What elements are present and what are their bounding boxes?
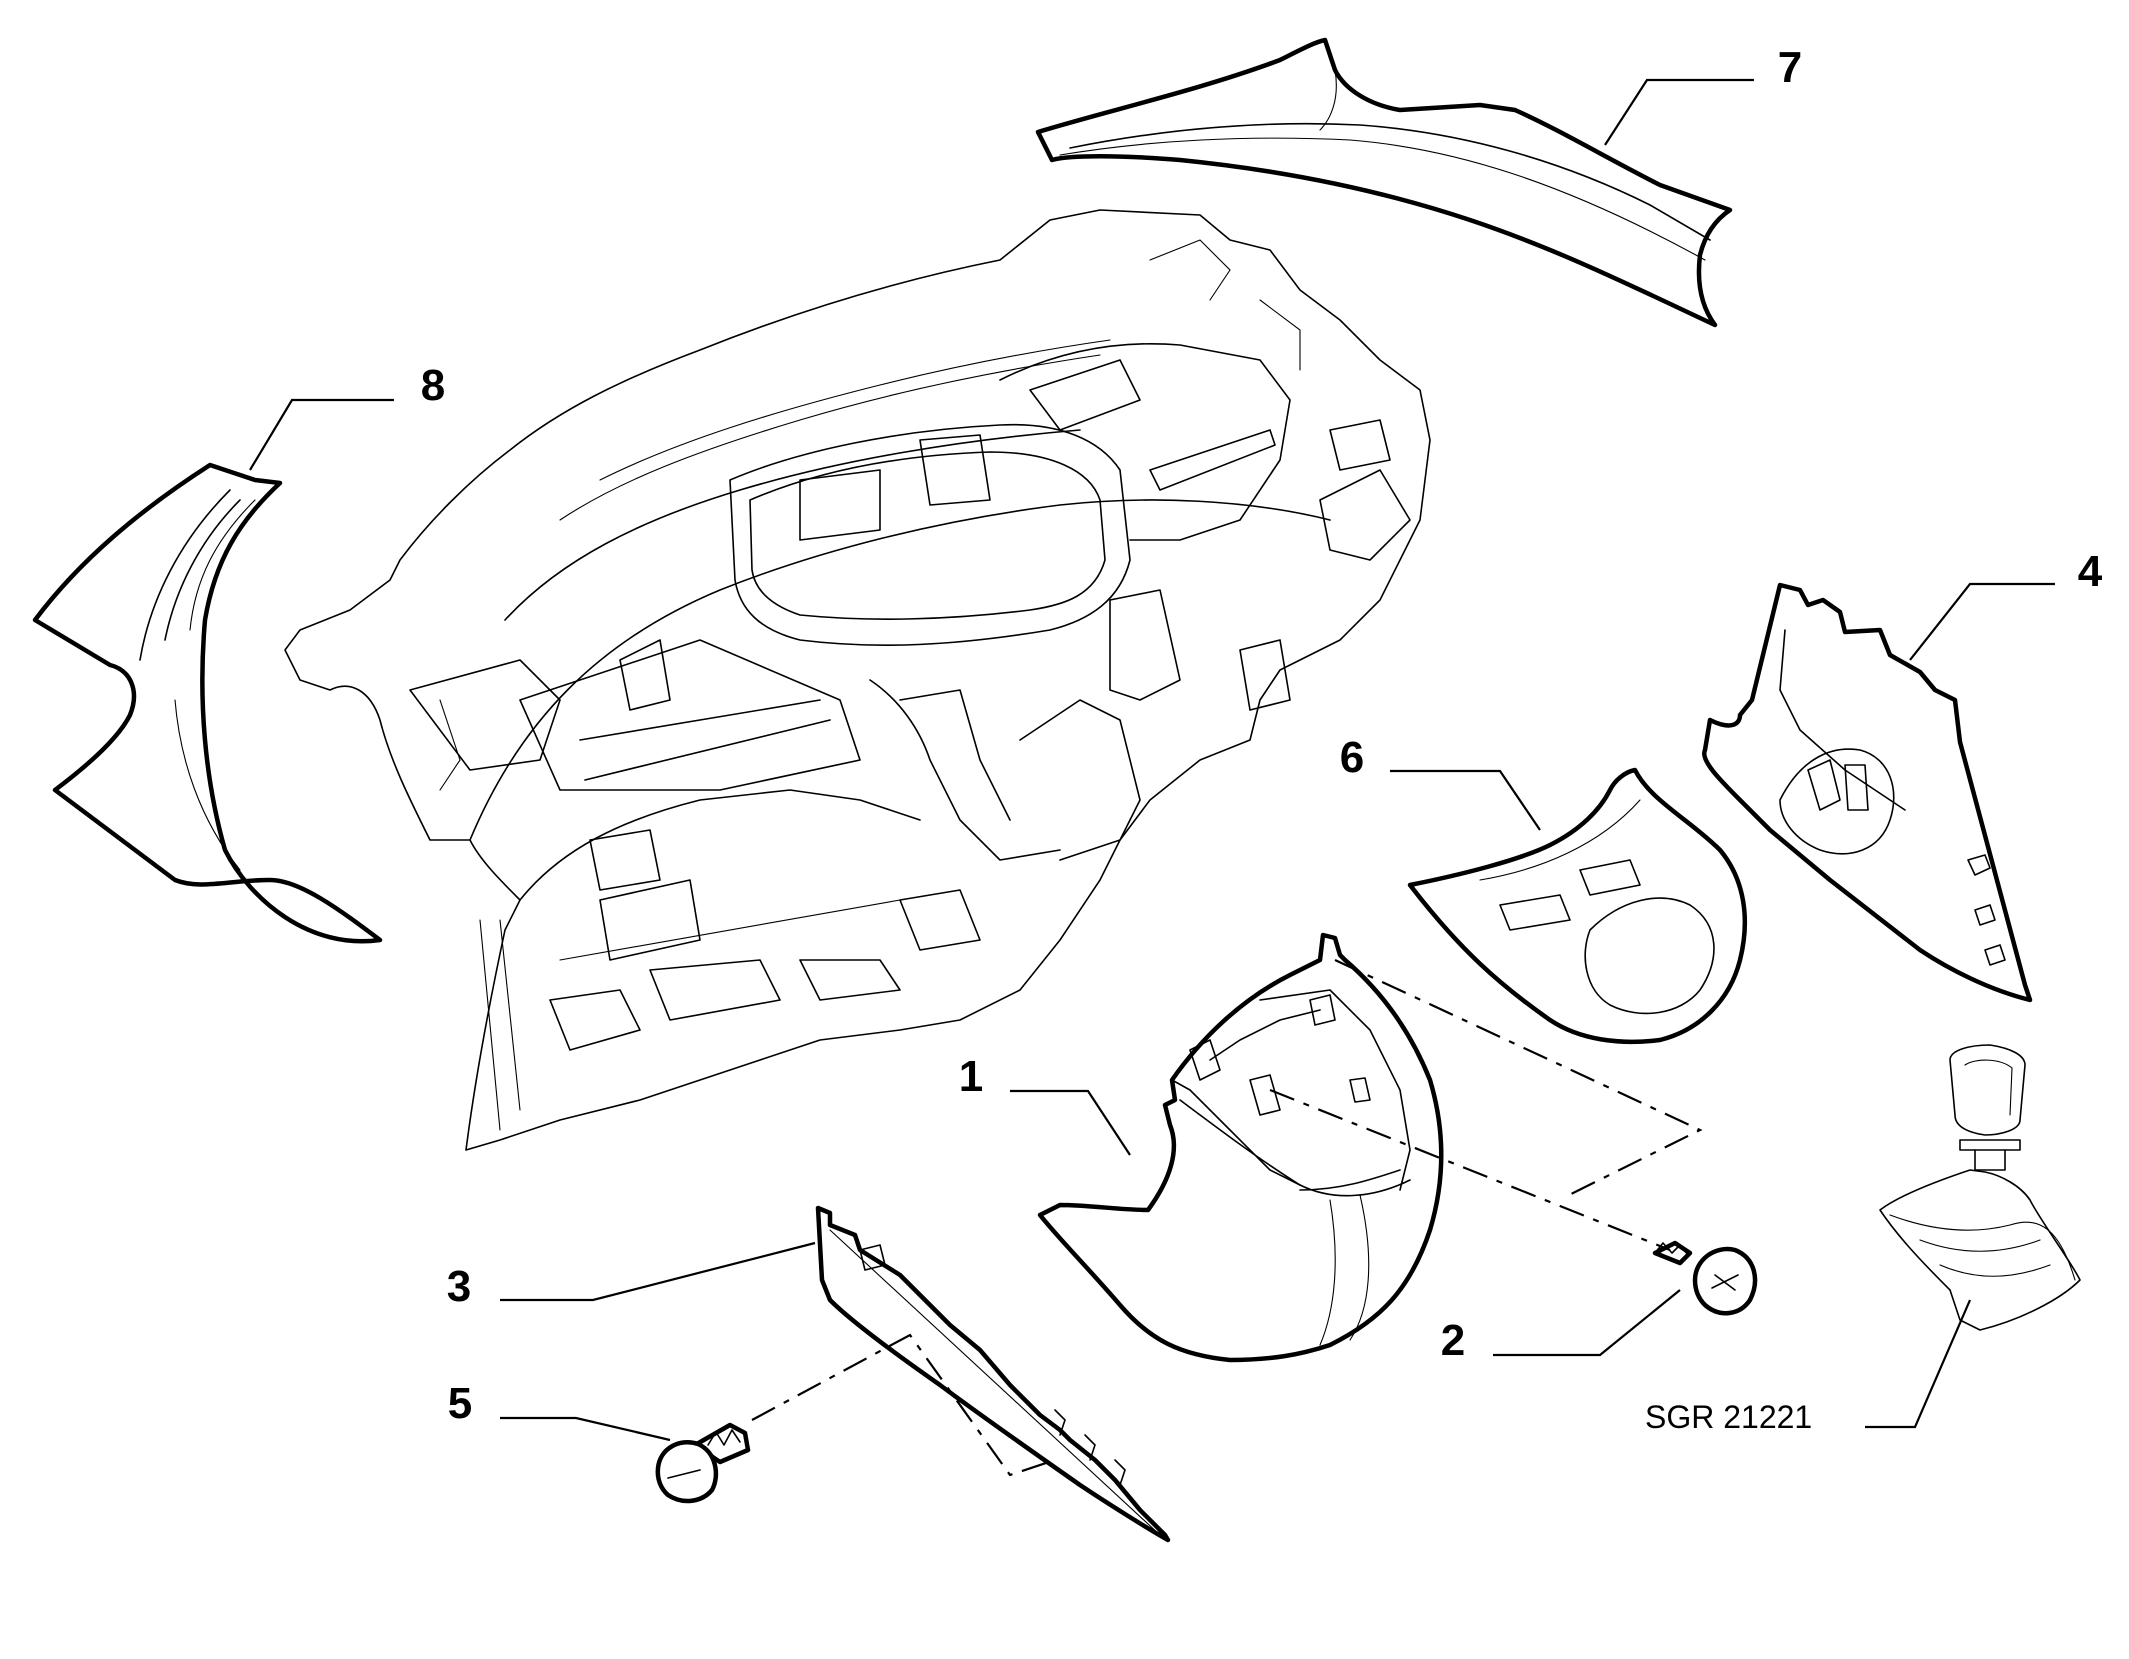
gear-knob-boot — [1879, 1044, 2081, 1331]
leader-1 — [1010, 1089, 1131, 1156]
leader-7 — [1604, 78, 1754, 146]
callout-labels: 1 2 3 4 5 6 7 8 SGR 21221 — [421, 43, 2103, 1435]
leader-3 — [500, 1241, 816, 1302]
callout-1: 1 — [959, 1052, 983, 1101]
callout-8: 8 — [421, 361, 445, 410]
part-8-left-trim — [32, 462, 383, 944]
leader-2 — [1493, 1289, 1681, 1357]
callout-7: 7 — [1778, 43, 1802, 92]
part-6-console-plate — [1407, 767, 1747, 1045]
leader-5 — [500, 1416, 671, 1442]
leader-8 — [249, 398, 394, 471]
leader-6 — [1390, 769, 1541, 831]
callout-5: 5 — [448, 1379, 472, 1428]
leader-4 — [1909, 582, 2055, 661]
reference-code: SGR 21221 — [1645, 1399, 1812, 1435]
assembly-lines — [751, 959, 1703, 1477]
callout-4: 4 — [2078, 547, 2103, 596]
leader-lines — [249, 78, 2055, 1442]
leader-ref — [1865, 1299, 1972, 1429]
part-7-upper-trim — [1035, 37, 1733, 328]
dashboard-frame — [284, 209, 1431, 1151]
part-2-screw — [1652, 1240, 1758, 1316]
part-5-screw — [655, 1422, 751, 1504]
part-4-right-trim — [1702, 582, 2033, 1003]
callout-3: 3 — [447, 1262, 471, 1311]
callout-2: 2 — [1441, 1316, 1465, 1365]
callout-6: 6 — [1340, 733, 1364, 782]
part-3-side-panel — [815, 1205, 1171, 1543]
part-1-center-console — [1037, 932, 1444, 1363]
